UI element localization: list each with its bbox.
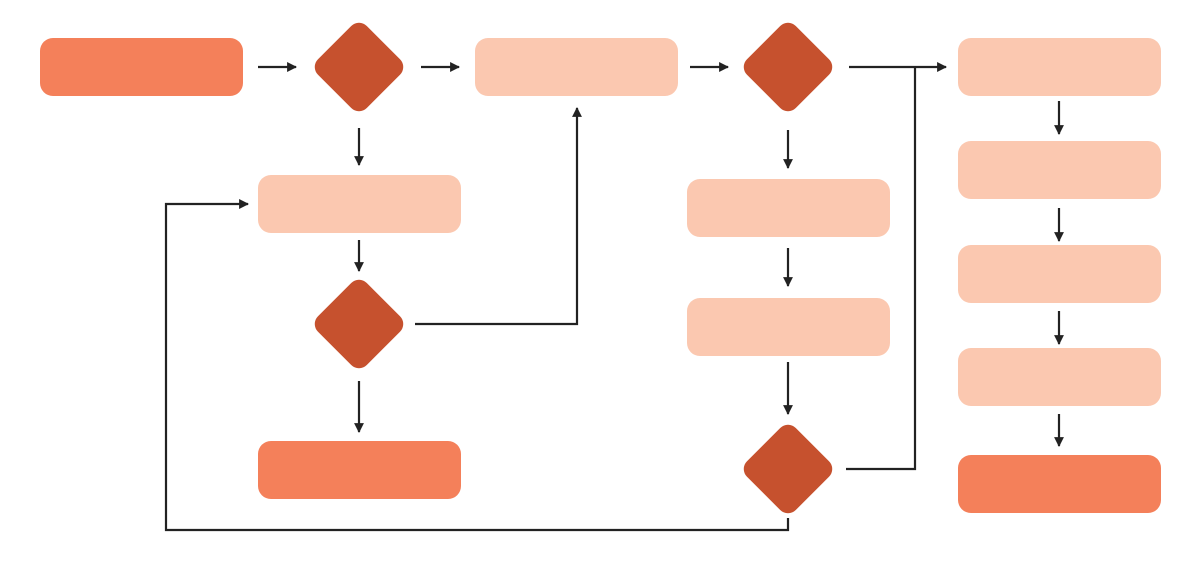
decision-node-d2: [314, 279, 404, 369]
terminal-node-end2: [958, 455, 1161, 513]
connector-arrow: [415, 107, 582, 326]
process-node-p4: [687, 298, 890, 356]
process-node-p3: [687, 179, 890, 237]
process-node-p7: [958, 245, 1161, 303]
connector-arrow: [846, 67, 917, 471]
process-node-p2: [258, 175, 461, 233]
process-node-p1: [475, 38, 678, 96]
decision-node-d1: [314, 22, 404, 112]
terminal-node-end1: [258, 441, 461, 499]
decision-node-d4: [743, 424, 833, 514]
terminal-node-start: [40, 38, 243, 96]
connector-arrow: [164, 199, 790, 532]
process-node-p8: [958, 348, 1161, 406]
decision-node-d3: [743, 22, 833, 112]
process-node-p5: [958, 38, 1161, 96]
process-node-p6: [958, 141, 1161, 199]
